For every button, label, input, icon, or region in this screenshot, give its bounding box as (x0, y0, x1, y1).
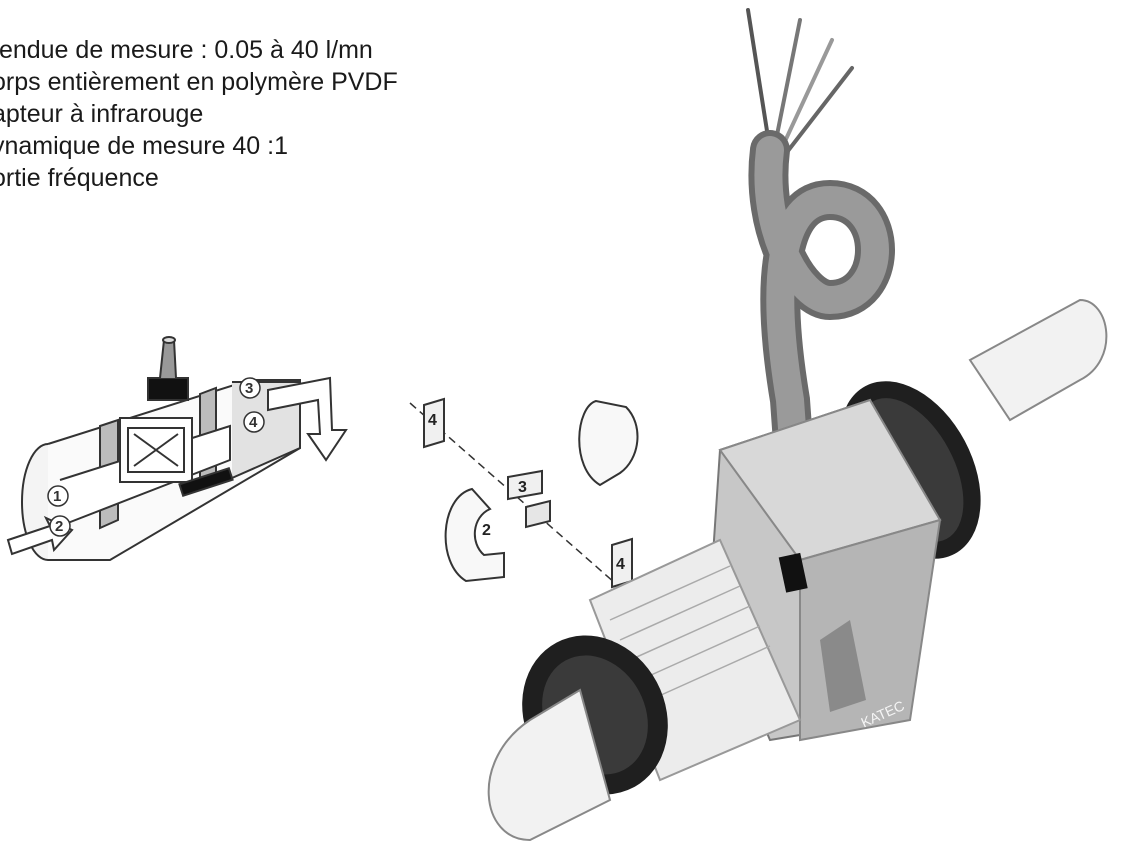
spec-dynamic-range: ynamique de mesure 40 :1 (0, 132, 289, 160)
exploded-callout-2: 2 (482, 522, 491, 539)
sensor-product-illustration: KATEC (487, 8, 1108, 842)
callout-4: 4 (249, 414, 258, 431)
spec-measuring-range: tendue de mesure : 0.05 à 40 l/mn (0, 36, 373, 64)
cutaway-diagram: 1 2 3 4 (6, 336, 348, 561)
spec-output: ortie fréquence (0, 164, 159, 192)
exploded-callout-3: 3 (518, 479, 527, 496)
exploded-callout-4-top: 4 (428, 412, 437, 429)
callout-1: 1 (53, 488, 61, 505)
spec-sensor: apteur à infrarouge (0, 100, 204, 128)
spec-body-material: orps entièrement en polymère PVDF (0, 68, 398, 96)
callout-3: 3 (245, 380, 253, 397)
exploded-callout-4-bottom: 4 (616, 556, 625, 573)
callout-2: 2 (55, 518, 63, 535)
spec-list: tendue de mesure : 0.05 à 40 l/mn orps e… (0, 34, 398, 194)
exploded-diagram: 4 3 2 4 (409, 397, 641, 606)
